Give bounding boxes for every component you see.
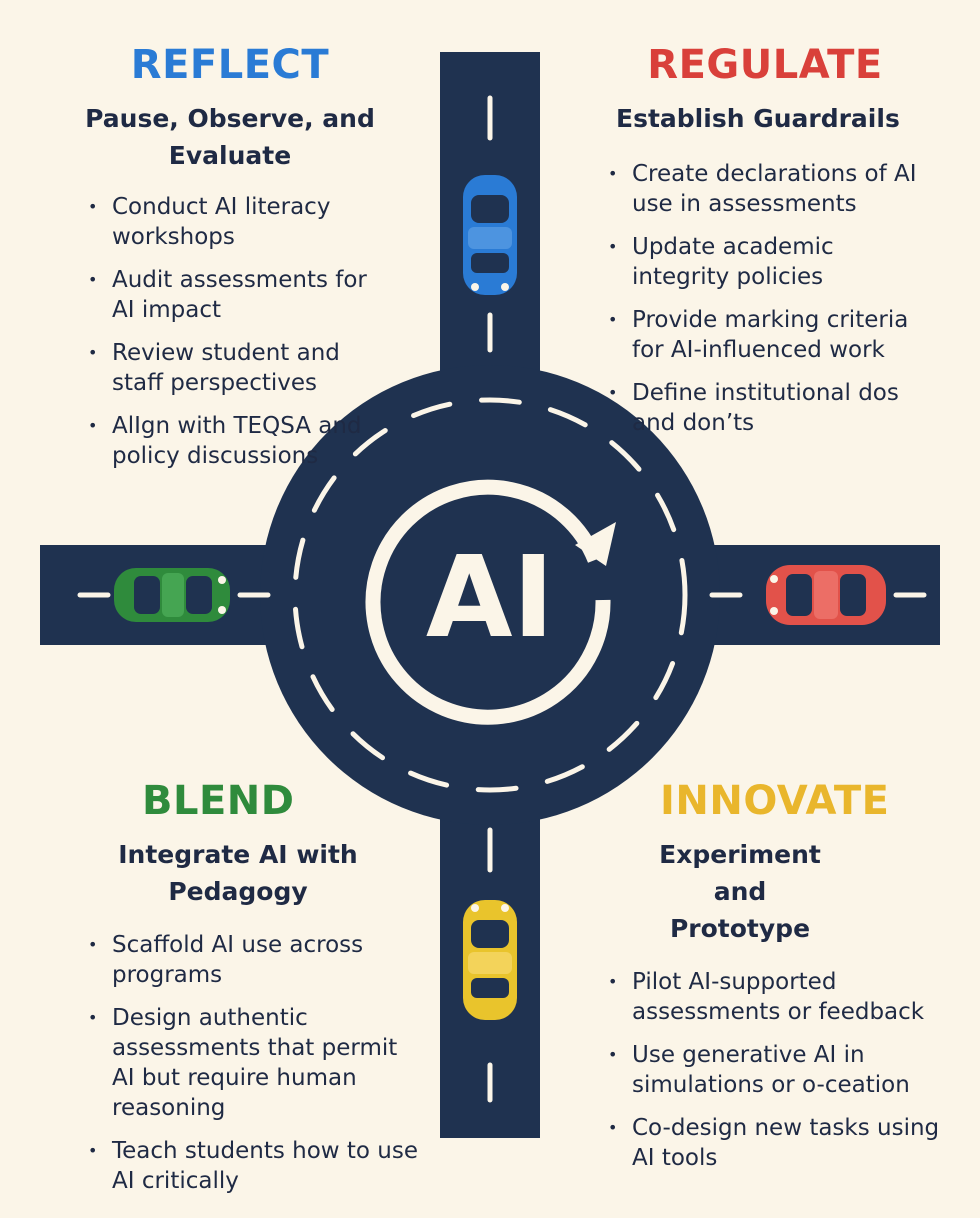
ring-dashes bbox=[292, 397, 688, 793]
lane-markings bbox=[77, 95, 927, 1103]
reflect-item: Audit assessments for AI impact bbox=[80, 265, 380, 325]
innovate-item: Use generative AI in simulations or o-ce… bbox=[600, 1040, 945, 1100]
reflect-item: Conduct AI literacy workshops bbox=[80, 192, 380, 252]
reflect-list: Conduct AI literacy workshops Audit asse… bbox=[80, 192, 380, 471]
regulate-item: Define institutional dos and don’ts bbox=[600, 378, 930, 438]
cycle-arrow-icon bbox=[365, 479, 616, 725]
innovate-subtitle: Experiment and Prototype bbox=[659, 840, 821, 943]
regulate-title: REGULATE bbox=[647, 42, 883, 88]
green-car-icon bbox=[114, 568, 230, 622]
reflect-subtitle: Pause, Observe, and Evaluate bbox=[85, 104, 375, 170]
innovate-list: Pilot AI-supported assessments or feedba… bbox=[600, 967, 945, 1173]
blue-car-icon bbox=[463, 175, 517, 295]
reflect-quadrant: REFLECT Pause, Observe, and Evaluate Con… bbox=[80, 42, 380, 484]
blend-item: Design authentic assessments that permit… bbox=[80, 1003, 420, 1123]
blend-subtitle: Integrate AI with Pedagogy bbox=[118, 840, 358, 906]
red-car-icon bbox=[766, 565, 886, 625]
regulate-quadrant: REGULATE Establish Guardrails Create dec… bbox=[600, 42, 930, 451]
blend-item: Teach students how to use AI critically bbox=[80, 1136, 420, 1196]
reflect-item: Review student and staff perspectives bbox=[80, 338, 380, 398]
innovate-item: Co-design new tasks using AI tools bbox=[600, 1113, 945, 1173]
regulate-subtitle: Establish Guardrails bbox=[616, 104, 900, 133]
regulate-item: Create declarations of AI use in assessm… bbox=[600, 159, 930, 219]
center-label: AI bbox=[426, 533, 554, 663]
blend-list: Scaffold AI use across programs Design a… bbox=[80, 930, 420, 1196]
innovate-quadrant: INNOVATE Experiment and Prototype Pilot … bbox=[600, 778, 945, 1186]
blend-title: BLEND bbox=[142, 778, 295, 824]
yellow-car-icon bbox=[463, 900, 517, 1020]
roundabout-ring bbox=[260, 365, 720, 825]
reflect-title: REFLECT bbox=[130, 42, 330, 88]
blend-quadrant: BLEND Integrate AI with Pedagogy Scaffol… bbox=[80, 778, 420, 1209]
innovate-item: Pilot AI-supported assessments or feedba… bbox=[600, 967, 945, 1027]
blend-item: Scaffold AI use across programs bbox=[80, 930, 420, 990]
reflect-item: AlIgn with TEQSA and policy discussions bbox=[80, 411, 380, 471]
regulate-item: Update academic integrity policies bbox=[600, 232, 930, 292]
regulate-list: Create declarations of AI use in assessm… bbox=[600, 159, 930, 438]
regulate-item: Provide marking criteria for AI-influenc… bbox=[600, 305, 930, 365]
innovate-title: INNOVATE bbox=[660, 778, 890, 824]
